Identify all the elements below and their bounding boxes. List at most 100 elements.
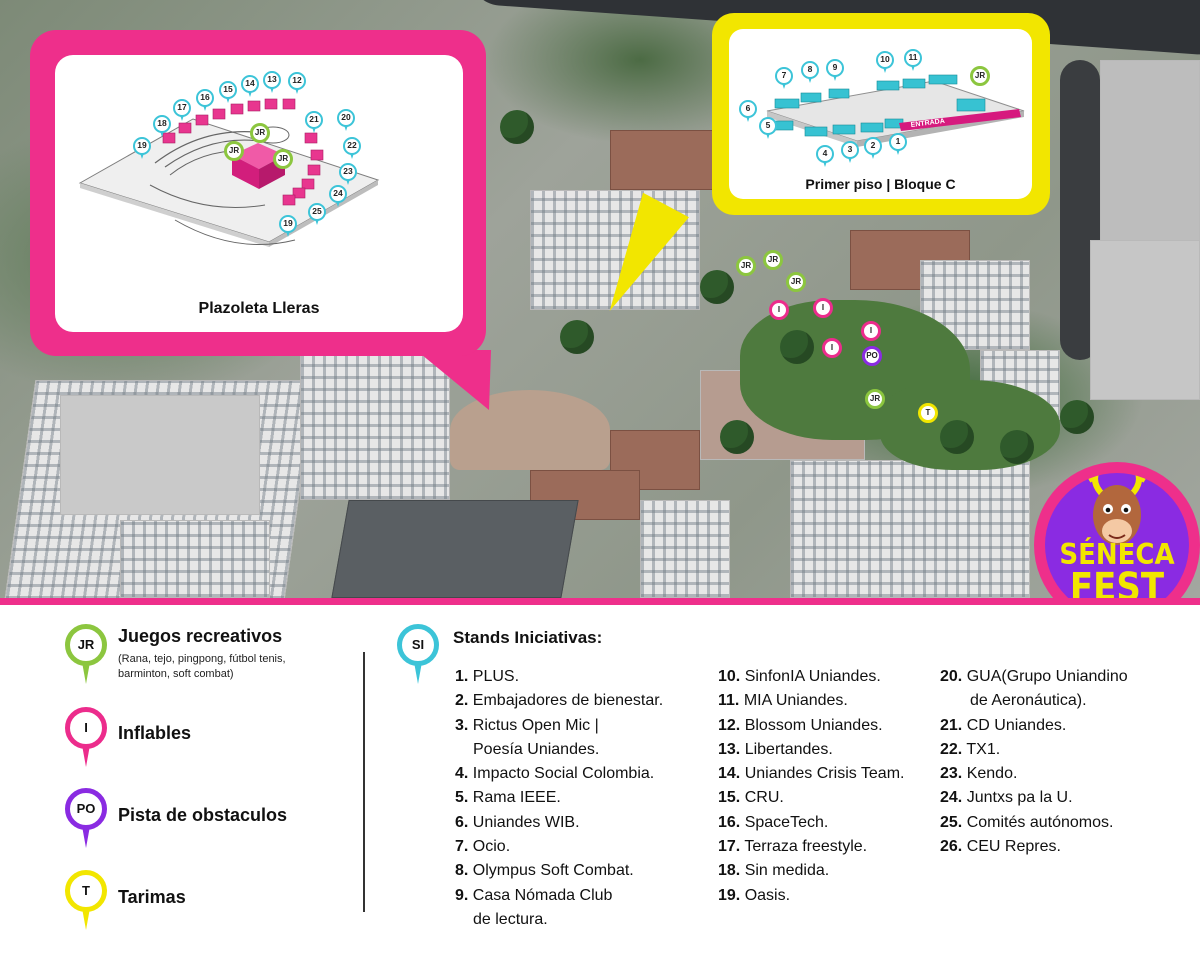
stand-name: Uniandes Crisis Team.	[744, 765, 905, 783]
tarima-pin[interactable]: T	[918, 403, 938, 423]
stand-name: Casa Nómada Club	[472, 886, 613, 904]
tree	[560, 320, 594, 354]
tree	[780, 330, 814, 364]
jr-pin[interactable]: JR	[273, 149, 293, 169]
stand-num: 4.	[455, 765, 469, 783]
stand-num: 13.	[718, 740, 741, 758]
logo-text-seneca: SÉNECA	[1059, 538, 1175, 572]
stand-pin-24[interactable]: 24	[329, 185, 347, 207]
stand-name: Blossom Uniandes.	[744, 716, 883, 734]
stand-num: 8.	[455, 862, 469, 880]
stand-pin-21[interactable]: 21	[305, 111, 323, 133]
bloque-c-callout-panel: ENTRADA 7 8 9 10 11 6 5 4 3 2 1 JR Prime…	[729, 29, 1032, 199]
inflables-legend-icon: I	[65, 707, 107, 767]
stand-num: 15.	[718, 789, 741, 807]
stand-name: SpaceTech.	[744, 813, 829, 831]
obstaculos-legend-icon: PO	[65, 788, 107, 848]
stand-pin-4[interactable]: 4	[816, 145, 834, 167]
jr-pin[interactable]: JR	[763, 250, 783, 270]
stand-num: 3.	[455, 716, 469, 734]
stand-name: MIA Uniandes.	[743, 692, 848, 710]
jr-pin[interactable]: JR	[736, 256, 756, 276]
stand-name: Olympus Soft Combat.	[472, 862, 634, 880]
stand-pin-6[interactable]: 6	[739, 100, 757, 122]
stand-name: Uniandes WIB.	[472, 813, 580, 831]
stand-num: 22.	[940, 740, 963, 758]
stand-name: Comités autónomos.	[966, 813, 1114, 831]
stand-pin-13[interactable]: 13	[263, 71, 281, 93]
tree	[700, 270, 734, 304]
legend-label-tarimas: Tarimas	[118, 887, 186, 907]
stand-num: 10.	[718, 668, 741, 685]
stand-pin-15[interactable]: 15	[219, 81, 237, 103]
stand-num: 11.	[718, 692, 740, 710]
stand-pin-18[interactable]: 18	[153, 115, 171, 137]
jr-pin[interactable]: JR	[250, 123, 270, 143]
stand-pin-8[interactable]: 8	[801, 61, 819, 83]
stand-item: 15. CRU.	[718, 786, 904, 810]
building	[1090, 240, 1200, 400]
stand-num: 20.	[940, 668, 963, 685]
stand-item: 3. Rictus Open Mic |	[455, 714, 663, 738]
stand-item: 23. Kendo.	[940, 762, 1128, 786]
stand-pin-19[interactable]: 19	[133, 137, 151, 159]
stand-pin-9[interactable]: 9	[826, 59, 844, 81]
inflable-pin[interactable]: I	[822, 338, 842, 358]
jr-pin[interactable]: JR	[224, 141, 244, 161]
tarimas-legend-icon: T	[65, 870, 107, 930]
stand-pin-17[interactable]: 17	[173, 99, 191, 121]
stand-num: 23.	[940, 765, 963, 783]
stand-pin-11[interactable]: 11	[904, 49, 922, 71]
legend-code: JR	[77, 637, 95, 652]
solar-roof	[331, 500, 579, 598]
stand-pin-20[interactable]: 20	[337, 109, 355, 131]
jr-pin[interactable]: JR	[970, 66, 990, 86]
stand-num: 17.	[718, 838, 741, 856]
legend-code: PO	[76, 801, 96, 816]
stand-pin-14[interactable]: 14	[241, 75, 259, 97]
plazoleta-title: Plazoleta Lleras	[198, 300, 320, 317]
obstaculos-pin[interactable]: PO	[862, 346, 882, 366]
stand-pin-10[interactable]: 10	[876, 51, 894, 73]
inflable-pin[interactable]: I	[769, 300, 789, 320]
stand-pin-2[interactable]: 2	[864, 137, 882, 159]
jr-pin[interactable]: JR	[865, 389, 885, 409]
stand-num: 25.	[940, 813, 963, 831]
stand-pin-1[interactable]: 1	[889, 133, 907, 155]
legend-label-juegos: Juegos recreativos	[118, 626, 283, 646]
stand-num: 2.	[455, 692, 469, 710]
stand-pin-25[interactable]: 25	[308, 203, 326, 225]
stand-item: 12. Blossom Uniandes.	[718, 714, 904, 738]
legend-label-obstaculos: Pista de obstaculos	[118, 805, 288, 825]
stand-pin-22[interactable]: 22	[343, 137, 361, 159]
stand-item-cont: de Aeronáutica).	[970, 692, 1087, 710]
stand-num: 7.	[455, 838, 469, 856]
stand-item-cont: Poesía Uniandes.	[473, 740, 600, 758]
stand-item: 14. Uniandes Crisis Team.	[718, 762, 904, 786]
legend-sub-juegos: (Rana, tejo, pingpong, fútbol tenis, bar…	[118, 653, 286, 680]
inflable-pin[interactable]: I	[813, 298, 833, 318]
stand-num: 5.	[455, 789, 469, 807]
stand-pin-7[interactable]: 7	[775, 67, 793, 89]
stand-pin-3[interactable]: 3	[841, 141, 859, 163]
inflable-pin[interactable]: I	[861, 321, 881, 341]
stand-item: 21. CD Uniandes.	[940, 714, 1128, 738]
stand-pin-5[interactable]: 5	[759, 117, 777, 139]
stand-pin-16[interactable]: 16	[196, 89, 214, 111]
stand-name: Terraza freestyle.	[744, 838, 868, 856]
stands-title: Stands Iniciativas:	[453, 628, 603, 647]
stand-item: 17. Terraza freestyle.	[718, 835, 904, 859]
stand-name: CEU Repres.	[966, 838, 1061, 856]
stand-pin-12[interactable]: 12	[288, 72, 306, 94]
stand-name: Sin medida.	[744, 862, 830, 880]
stand-name: Ocio.	[472, 838, 511, 856]
stand-item: 18. Sin medida.	[718, 859, 904, 883]
jr-pin[interactable]: JR	[786, 272, 806, 292]
stand-name: PLUS.	[472, 668, 520, 685]
plazoleta-plan	[78, 98, 380, 247]
stand-num: 1.	[455, 668, 469, 685]
stand-pin-19b[interactable]: 19	[279, 215, 297, 237]
stand-pin-23[interactable]: 23	[339, 163, 357, 185]
stand-name: Impacto Social Colombia.	[472, 765, 655, 783]
stand-item: 2. Embajadores de bienestar.	[455, 689, 663, 713]
